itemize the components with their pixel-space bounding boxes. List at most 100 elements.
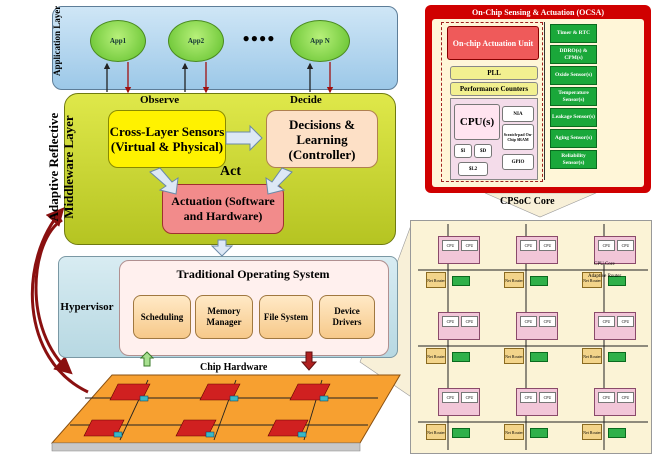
mesh-cpu-core: CPU	[520, 316, 537, 327]
sensor-aging: Aging Sensor(s)	[550, 129, 597, 148]
mesh-router: Net Router	[426, 272, 446, 288]
cross-layer-sensors-box: Cross-Layer Sensors (Virtual & Physical)	[108, 110, 226, 168]
icache-box: $I	[454, 144, 472, 158]
sensor-oxide-label: Oxide Sensor(s)	[554, 72, 593, 78]
mesh-cpu-core: CPU	[539, 240, 556, 251]
mesh-cpu-core: CPU	[617, 392, 634, 403]
zoom-callout-top	[484, 192, 597, 218]
feedback-curve-arrow	[30, 207, 89, 394]
mesh-cpu-core: CPU	[617, 240, 634, 251]
sensor-reliability-label: Reliability Sensor(s)	[561, 152, 586, 166]
mesh-sensor-block	[530, 276, 548, 286]
app1-node: App1	[90, 20, 146, 62]
mesh-cpu-core: CPU	[442, 392, 459, 403]
ocsa-core-region	[441, 22, 543, 182]
mesh-sensor-block	[452, 352, 470, 362]
arrow-decisions-to-actuation	[265, 167, 293, 195]
mesh-router: Net Router	[504, 424, 524, 440]
decide-label: Decide	[290, 94, 322, 106]
sensor-ddro-cpm: DDRO(s) & CPM(s)	[550, 45, 597, 64]
dcache-label: $D	[479, 148, 487, 154]
cpu-core-label: CPU Core	[594, 262, 615, 267]
mesh-router: Net Router	[426, 424, 446, 440]
performance-counters-label: Performance Counters	[459, 85, 529, 93]
mesh-cpu-core: CPU	[442, 316, 459, 327]
cpu-box: CPU(s)	[454, 104, 500, 140]
mesh-sensor-block	[608, 352, 626, 362]
sensor-reliability: Reliability Sensor(s)	[550, 150, 597, 169]
mesh-cpu-core: CPU	[539, 316, 556, 327]
mesh-cpu-core: CPU	[539, 392, 556, 403]
actuation-unit-box: On-chip Actuation Unit	[447, 26, 539, 60]
decisions-learning-box: Decisions & Learning (Controller)	[266, 110, 378, 168]
pll-label: PLL	[487, 69, 501, 77]
mesh-sensor-block	[452, 428, 470, 438]
mesh-sensor-block	[530, 352, 548, 362]
observe-label: Observe	[140, 94, 180, 106]
scheduling-label: Scheduling	[140, 311, 184, 322]
mesh-cpu-core: CPU	[598, 392, 615, 403]
app2-node: App2	[168, 20, 224, 62]
scratchpad-box: Scratch-pad On-Chip SRAM	[502, 124, 534, 150]
actuation-box: Actuation (Software and Hardware)	[162, 184, 284, 234]
device-drivers-label: Device Drivers	[332, 306, 362, 327]
sensor-temperature-label: Temperature Sensor(s)	[558, 89, 589, 103]
sensor-timer-rtc: Timer & RTC	[550, 24, 597, 43]
mesh-router: Net Router	[582, 272, 602, 288]
actuation-text: Actuation (Software and Hardware)	[171, 194, 275, 223]
chip-hardware-label: Chip Hardware	[200, 362, 268, 373]
adaptive-router-label: Adaptive Router	[588, 274, 622, 279]
sensor-oxide: Oxide Sensor(s)	[550, 66, 597, 85]
mesh-sensor-block	[530, 428, 548, 438]
file-system-label: File System	[263, 311, 309, 322]
memory-manager-label: Memory Manager	[206, 306, 242, 327]
scratchpad-label: Scratch-pad On-Chip SRAM	[503, 132, 533, 142]
sensor-leakage-label: Leakage Sensor(s)	[552, 114, 595, 120]
mesh-cpu-core: CPU	[598, 316, 615, 327]
sensor-aging-label: Aging Sensor(s)	[554, 135, 593, 141]
mesh-cpu-core: CPU	[617, 316, 634, 327]
sensor-leakage: Leakage Sensor(s)	[550, 108, 597, 127]
ocsa-sensor-bus	[544, 22, 545, 180]
app-ellipsis: ●●●●	[242, 30, 276, 45]
sensor-timer-label: Timer & RTC	[556, 30, 591, 36]
gpio-label: GPIO	[511, 159, 525, 165]
cpu-label: CPU(s)	[459, 116, 495, 128]
icache-label: $I	[460, 148, 466, 154]
mesh-cpu-core: CPU	[461, 392, 478, 403]
mesh-router: Net Router	[582, 424, 602, 440]
arrow-actuation-to-sensors	[149, 167, 179, 195]
arrow-hardware-up	[139, 351, 155, 367]
l2cache-box: $L2	[458, 162, 488, 176]
mesh-router: Net Router	[426, 348, 446, 364]
file-system-box: File System	[259, 295, 313, 339]
nia-box: NIA	[502, 106, 534, 122]
appn-label: App N	[310, 37, 330, 45]
scheduling-box: Scheduling	[133, 295, 191, 339]
app2-label: App2	[187, 37, 205, 45]
mesh-sensor-block	[608, 428, 626, 438]
mesh-router: Net Router	[504, 272, 524, 288]
app1-label: App1	[109, 37, 127, 45]
mesh-cpu-core: CPU	[461, 316, 478, 327]
mesh-router: Net Router	[582, 348, 602, 364]
mesh-cpu-core: CPU	[461, 240, 478, 251]
feedback-curve-arrow-down	[34, 218, 73, 375]
memory-manager-box: Memory Manager	[195, 295, 253, 339]
mesh-sensor-block	[608, 276, 626, 286]
actuation-unit-label: On-chip Actuation Unit	[452, 38, 534, 48]
dcache-box: $D	[474, 144, 492, 158]
mesh-router: Net Router	[504, 348, 524, 364]
mesh-cpu-core: CPU	[520, 392, 537, 403]
